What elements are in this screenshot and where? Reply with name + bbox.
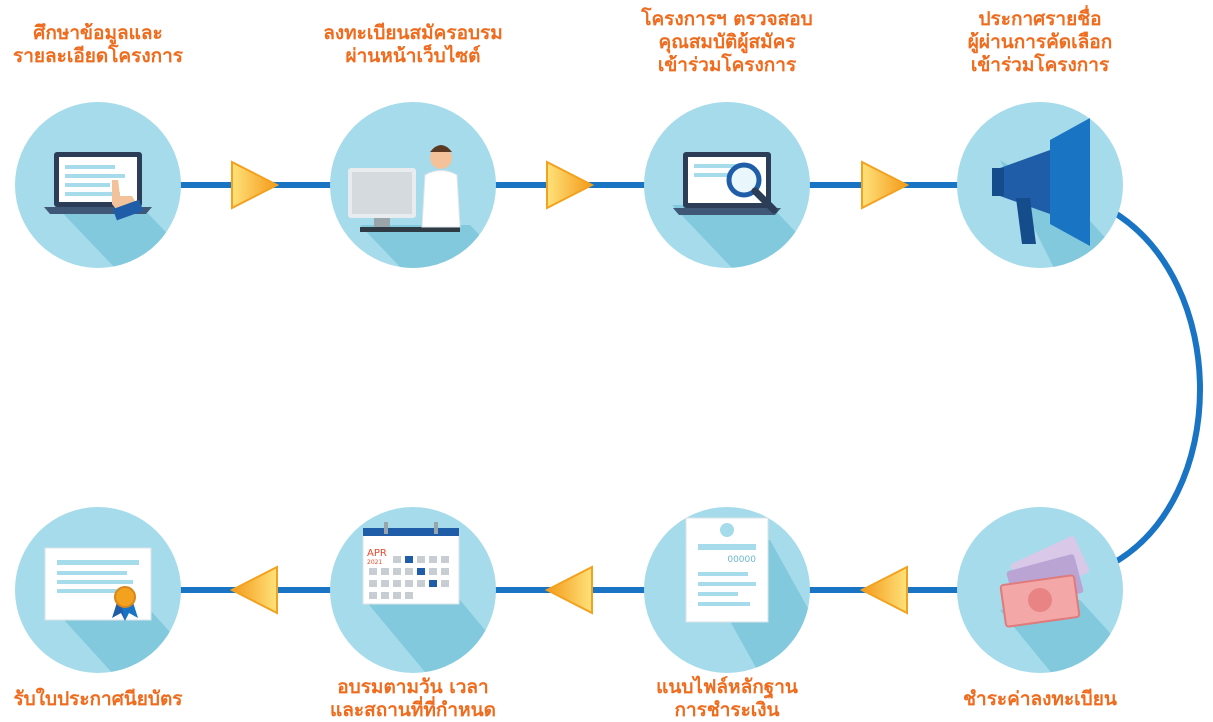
certificate-icon	[44, 547, 152, 621]
step-label-3: โครงการฯ ตรวจสอบ คุณสมบัติผู้สมัคร เข้าร…	[641, 8, 813, 76]
laptop-pointer-icon	[44, 152, 152, 221]
arrow-left-icon	[229, 565, 278, 615]
step-label-5: ชำระค่าลงทะเบียน	[963, 688, 1117, 710]
arrow-right-icon	[546, 160, 595, 210]
step-label-4: ประกาศรายชื่อ ผู้ผ่านการคัดเลือก เข้าร่ว…	[967, 8, 1113, 76]
document-code: 00000	[727, 555, 756, 565]
calendar-month: APR	[367, 548, 387, 559]
arrow-right-icon	[861, 160, 910, 210]
arrow-left-icon	[544, 565, 593, 615]
connector-curve-4-5	[1108, 207, 1203, 568]
step-label-7: อบรมตามวัน เวลา และสถานที่ที่กำหนด	[330, 676, 496, 721]
arrow-right-icon	[231, 160, 280, 210]
step-label-8: รับใบประกาศนียบัตร	[13, 688, 183, 710]
calendar-grid	[369, 556, 449, 599]
step-label-2: ลงทะเบียนสมัครอบรม ผ่านหน้าเว็บไซต์	[323, 22, 503, 67]
step-label-6: แนบไฟล์หลักฐาน การชำระเงิน	[656, 676, 798, 721]
arrow-left-icon	[859, 565, 908, 615]
megaphone-icon	[992, 118, 1090, 246]
banknotes-icon	[999, 536, 1090, 628]
calendar-year: 2021	[367, 559, 382, 566]
laptop-magnifier-icon	[673, 152, 781, 215]
person-at-computer-icon	[348, 145, 461, 232]
document-icon	[685, 517, 769, 623]
step-label-1: ศึกษาข้อมูลและ รายละเอียดโครงการ	[12, 22, 183, 67]
